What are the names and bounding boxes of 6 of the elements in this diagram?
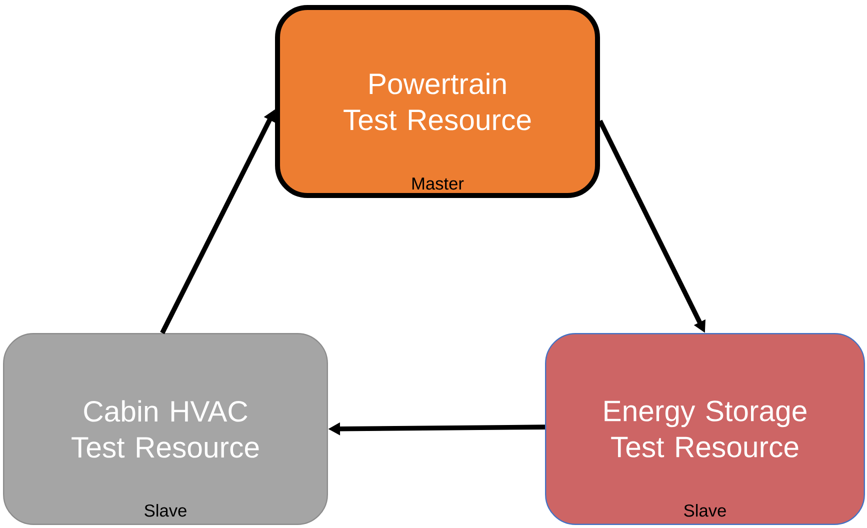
role-label: Master <box>412 178 464 190</box>
role-label: Slave <box>144 504 186 517</box>
box-title: Cabin HVAC Test Resource <box>72 400 259 458</box>
box-title: Energy Storage Test Resource <box>604 400 806 458</box>
role-label: Slave <box>684 504 726 517</box>
box-title: Powertrain Test Resource <box>344 72 531 130</box>
